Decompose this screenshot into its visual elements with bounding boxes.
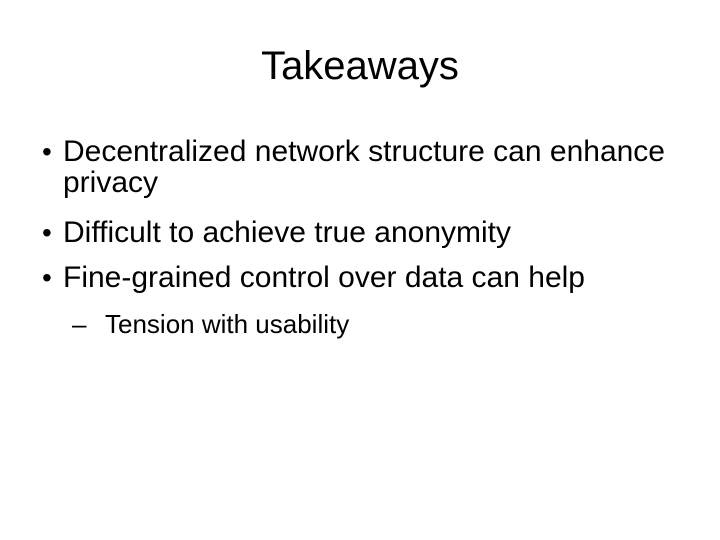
sub-bullet-item: – Tension with usability bbox=[41, 310, 686, 338]
bullet-dot-icon: • bbox=[42, 262, 52, 293]
bullet-dot-icon: • bbox=[42, 136, 52, 167]
dash-icon: – bbox=[72, 309, 87, 339]
bullet-text-1: Decentralized network structure can enha… bbox=[63, 135, 665, 199]
bullet-text-3: Fine-grained control over data can help bbox=[63, 261, 585, 294]
slide-body: • Decentralized network structure can en… bbox=[41, 136, 686, 338]
sub-bullet-text: Tension with usability bbox=[105, 309, 350, 339]
bullet-dot-icon: • bbox=[42, 217, 52, 248]
bullet-text-2: Difficult to achieve true anonymity bbox=[63, 216, 511, 249]
bullet-item-3: • Fine-grained control over data can hel… bbox=[41, 262, 686, 293]
bullet-item-2: • Difficult to achieve true anonymity bbox=[41, 217, 686, 248]
bullet-item-1: • Decentralized network structure can en… bbox=[41, 136, 686, 198]
slide-title: Takeaways bbox=[261, 44, 459, 88]
